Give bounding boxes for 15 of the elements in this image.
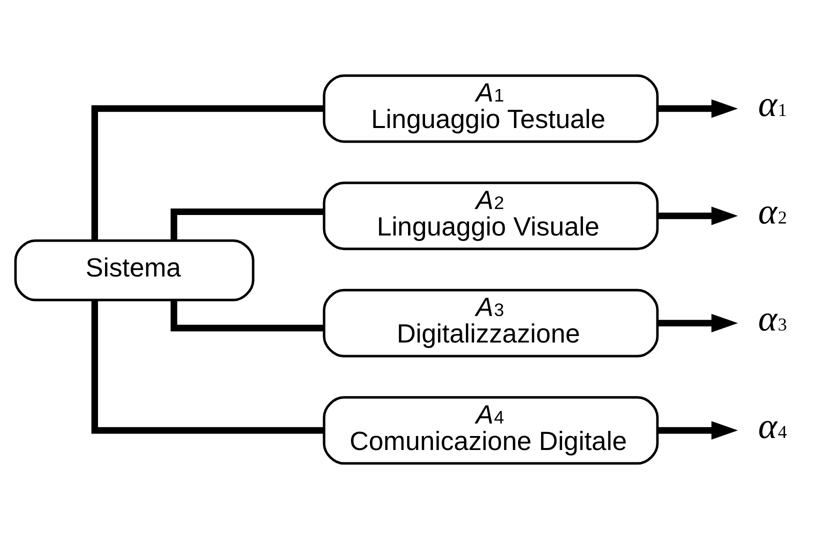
arrow bbox=[658, 314, 738, 332]
connector bbox=[91, 300, 324, 434]
node-text: α1 bbox=[758, 84, 787, 124]
node-text: α4 bbox=[758, 406, 787, 446]
node-box: Sistema bbox=[14, 239, 254, 302]
node-box: A1 Linguaggio Testuale bbox=[322, 74, 659, 143]
node-box: A3 Digitalizzazione bbox=[322, 288, 659, 358]
node-box: A2 Linguaggio Visuale bbox=[322, 182, 659, 250]
node-box: A4 Comunicazione Digitale bbox=[322, 396, 659, 465]
arrow bbox=[658, 206, 738, 226]
arrow bbox=[658, 99, 738, 118]
connector bbox=[91, 105, 324, 240]
node-text: α2 bbox=[758, 191, 787, 232]
arrow bbox=[658, 421, 738, 440]
node-text: α3 bbox=[758, 298, 787, 339]
